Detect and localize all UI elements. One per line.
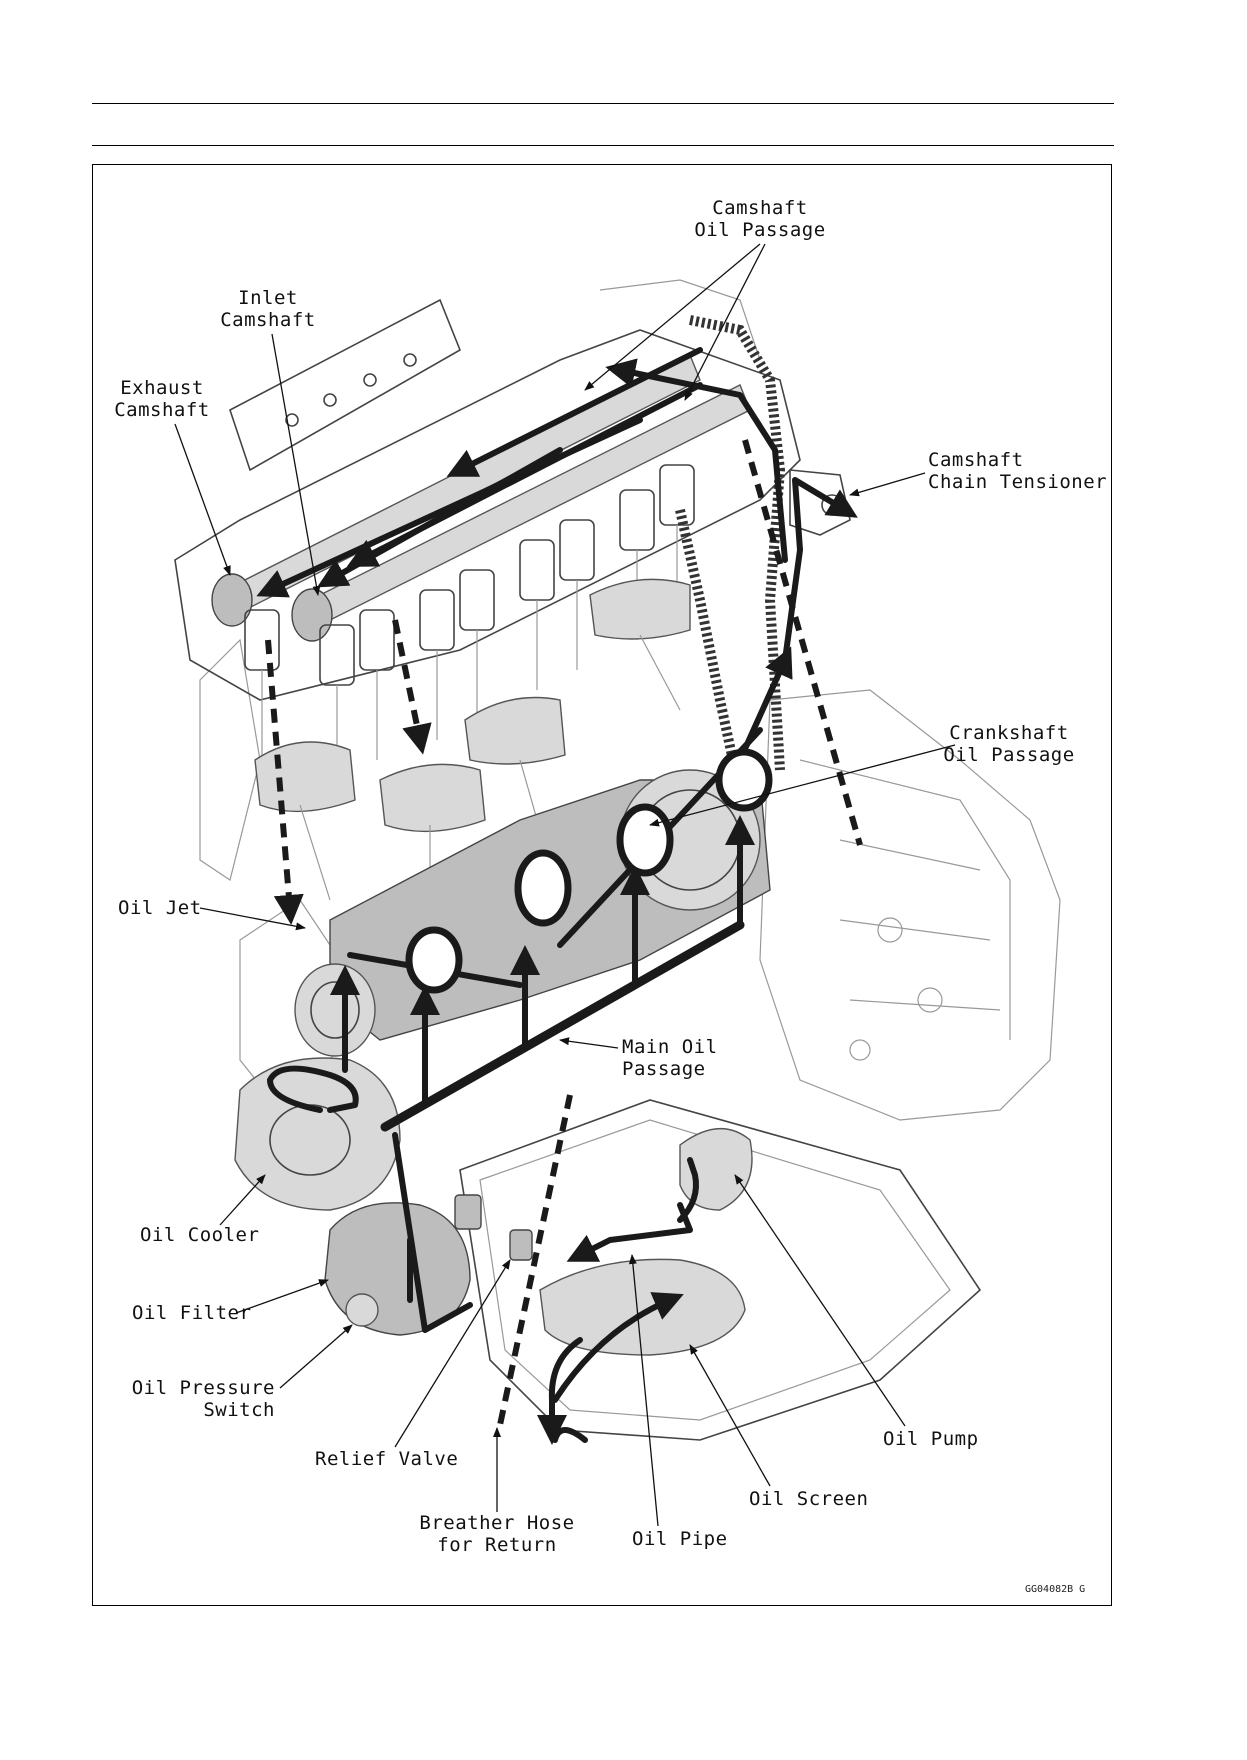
exhaust-camshaft-line2: Camshaft [114,399,210,421]
pistons [254,578,691,930]
cylinder-head [174,279,801,701]
oil-pipe-label: Oil Pipe [628,1254,728,1550]
oil-cooler [234,1057,401,1211]
oil-cooler-text: Oil Cooler [140,1224,259,1246]
camshaft-oil-passage-line2: Oil Passage [694,219,825,241]
camshaft-chain-tensioner-label: Camshaft Chain Tensioner [849,449,1107,497]
chain-tensioner-line2: Chain Tensioner [928,471,1107,493]
main-oil-passage-label: Main Oil Passage [559,1036,718,1080]
exhaust-camshaft-label: Exhaust Camshaft [114,377,231,576]
oil-pressure-switch-line2: Switch [203,1399,275,1421]
oil-jet-label: Oil Jet [118,897,306,931]
oil-pressure-switch-label: Oil Pressure Switch [132,1324,353,1421]
inlet-camshaft-label: Inlet Camshaft [220,287,321,596]
camshaft-oil-passage-label: Camshaft Oil Passage [584,197,825,401]
crankshaft-oil-passage-line1: Crankshaft [949,722,1068,744]
oil-jet-text: Oil Jet [118,897,202,919]
oil-screen-text: Oil Screen [749,1488,868,1510]
oil-filter [324,1202,471,1336]
main-oil-passage-line2: Passage [622,1058,706,1080]
header-rule-top [92,103,1114,104]
exhaust-camshaft-line1: Exhaust [120,377,204,399]
camshafts [211,354,751,642]
oil-screen [539,1258,746,1356]
relief-valve [454,1194,533,1261]
oil-cooler-label: Oil Cooler [140,1174,266,1246]
relief-valve-label: Relief Valve [315,1259,511,1470]
cam-chain [675,315,786,772]
main-oil-passage-line1: Main Oil [622,1036,718,1058]
oil-pipe-text: Oil Pipe [632,1528,728,1550]
inlet-camshaft-line2: Camshaft [220,309,316,331]
relief-valve-text: Relief Valve [315,1448,458,1470]
chain-tensioner-line1: Camshaft [928,449,1024,471]
oil-filter-text: Oil Filter [132,1302,251,1324]
crankshaft-oil-passage-line2: Oil Passage [943,744,1074,766]
oil-pump-text: Oil Pump [883,1428,979,1450]
breather-hose-label: Breather Hose for Return [419,1427,574,1556]
crankshaft-oil-passage-label: Crankshaft Oil Passage [649,722,1074,827]
oil-pressure-switch-line1: Oil Pressure [132,1377,275,1399]
header-rule-bottom [92,145,1114,146]
figure-code: GG04082B G [1025,1584,1085,1595]
inlet-camshaft-line1: Inlet [238,287,298,309]
camshaft-oil-passage-line1: Camshaft [712,197,808,219]
breather-hose-line1: Breather Hose [419,1512,574,1534]
oil-filter-label: Oil Filter [132,1279,329,1324]
oil-screen-label: Oil Screen [689,1344,868,1510]
valve-train [244,464,695,775]
oil-flow-paths [256,347,863,1445]
figure-frame [92,164,1112,1606]
oil-pump-label: Oil Pump [734,1174,979,1450]
breather-hose-line2: for Return [437,1534,556,1556]
